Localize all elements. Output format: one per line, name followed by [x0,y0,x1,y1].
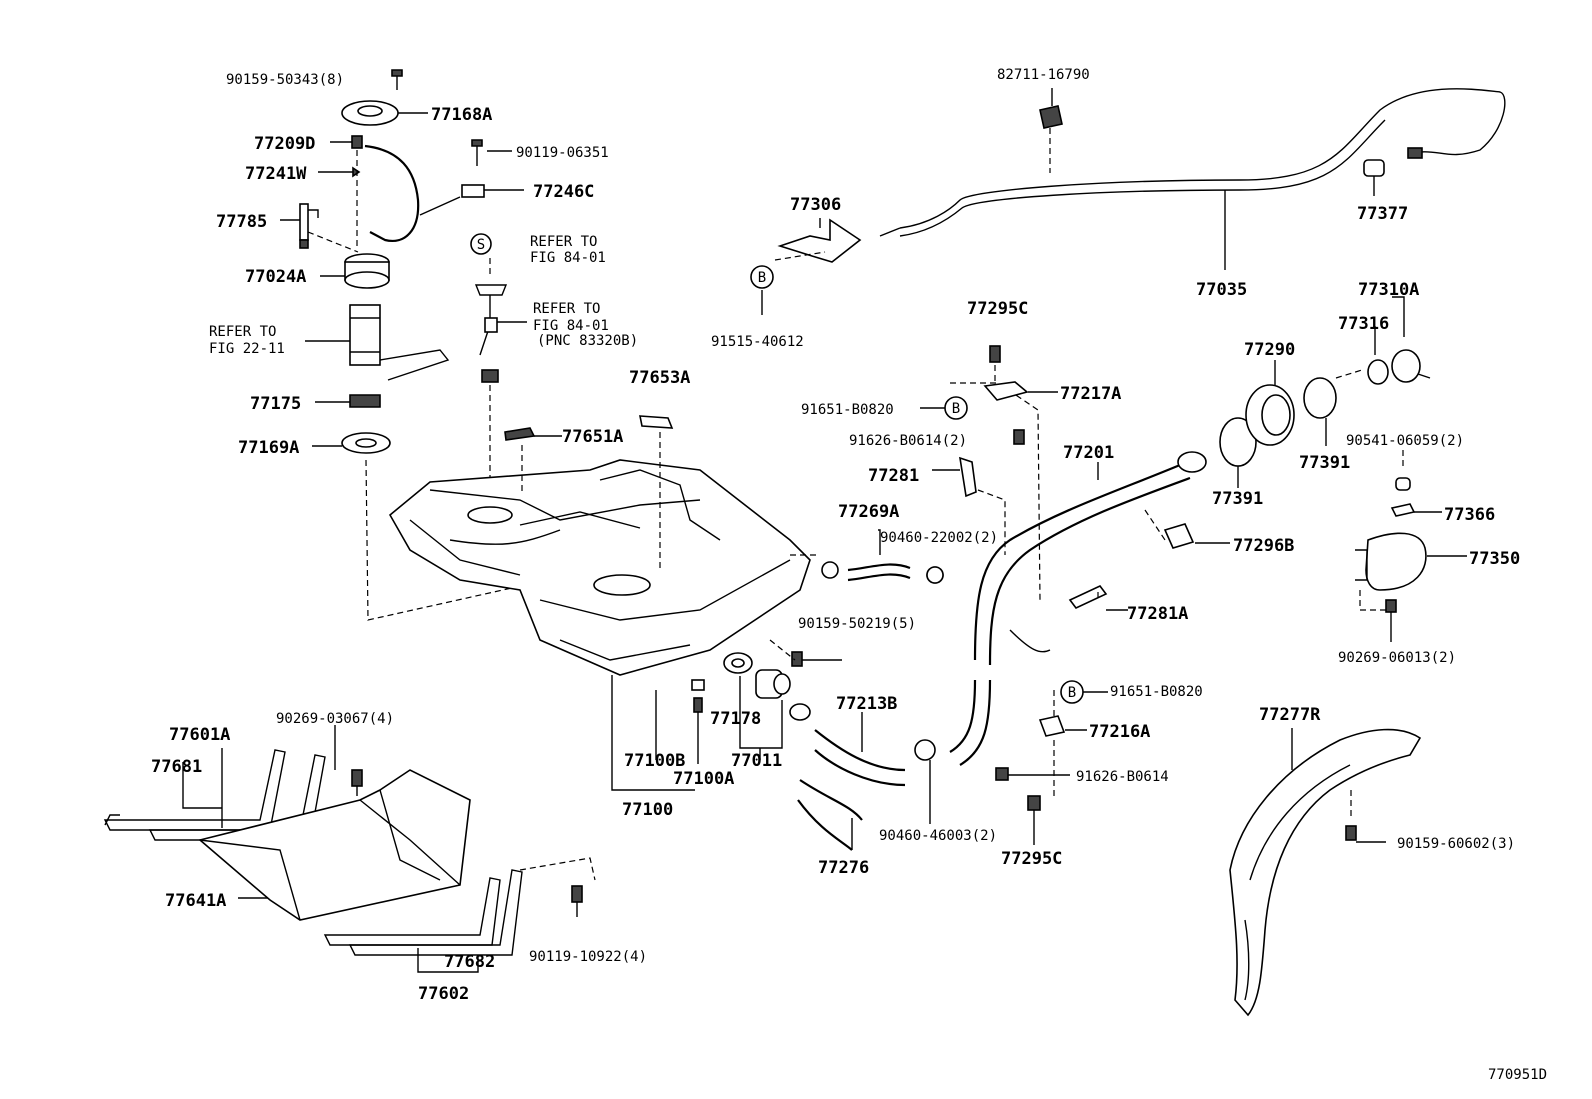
label-91651-B0820-a: 91651-B0820 [801,402,894,418]
label-77241W: 77241W [245,164,307,184]
label-77310A: 77310A [1358,280,1419,300]
label-77290: 77290 [1244,340,1295,360]
label-77100A: 77100A [673,769,734,789]
label-77024A: 77024A [245,267,306,287]
label-77391-a: 77391 [1212,489,1263,509]
label-90119-10922: 90119-10922(4) [529,949,647,965]
label-77601A: 77601A [169,725,230,745]
label-77011: 77011 [731,751,782,771]
label-77682: 77682 [444,952,495,972]
ref-84-01-s-line2: FIG 84-01 [530,250,606,266]
label-77391-b: 77391 [1299,453,1350,473]
label-77178: 77178 [710,709,761,729]
label-82711-16790: 82711-16790 [997,67,1090,83]
filler-pipe-illustration [949,451,1207,766]
fuel-pump-assembly-illustration [280,69,661,621]
label-77350: 77350 [1469,549,1520,569]
label-77217A: 77217A [1060,384,1121,404]
label-77168A: 77168A [431,105,492,125]
tank-straps-and-cover-illustration [103,725,596,973]
label-90119-06351: 90119-06351 [516,145,609,161]
label-90460-22002: 90460-22002(2) [880,530,998,546]
tank-fittings-illustration [691,639,842,764]
ref-84-01-line1: REFER TO [533,301,600,317]
label-91515-40612: 91515-40612 [711,334,804,350]
label-77366: 77366 [1444,505,1495,525]
label-90159-50219: 90159-50219(5) [798,616,916,632]
label-91626-B0614-2: 91626-B0614(2) [849,433,967,449]
ref-84-01-line2: FIG 84-01 [533,318,609,334]
label-77651A: 77651A [562,427,623,447]
label-77281: 77281 [868,466,919,486]
label-77035: 77035 [1196,280,1247,300]
marker-s-circle [470,233,492,255]
label-77246C: 77246C [533,182,594,202]
ref-22-11-line1: REFER TO [209,324,276,340]
marker-b-3: B [1068,685,1076,701]
label-77316: 77316 [1338,314,1389,334]
fender-liner-illustration [1229,728,1422,1017]
label-90269-06013: 90269-06013(2) [1338,650,1456,666]
label-77216A: 77216A [1089,722,1150,742]
label-77169A: 77169A [238,438,299,458]
label-77681: 77681 [151,757,202,777]
label-90541-06059: 90541-06059(2) [1346,433,1464,449]
label-77306: 77306 [790,195,841,215]
ref-22-11-line2: FIG 22-11 [209,341,285,357]
fuel-lid-cable-illustration [761,88,1506,315]
label-77295C-bottom: 77295C [1001,849,1062,869]
label-77785: 77785 [216,212,267,232]
ref-84-01-line3: (PNC 83320B) [537,333,638,349]
label-77377: 77377 [1357,204,1408,224]
label-77295C-top: 77295C [967,299,1028,319]
reference-markers: S B B B [470,233,1108,704]
marker-b-1: B [758,270,766,286]
filler-cap-illustration [1219,296,1467,642]
label-90269-03067: 90269-03067(4) [276,711,394,727]
marker-b-2: B [952,401,960,417]
label-77100B: 77100B [624,751,685,771]
diagram-code: 770951D [1488,1067,1547,1083]
part-number-labels: 90159-50343(8) 77168A 77209D 90119-06351… [151,67,1547,1083]
label-77209D: 77209D [254,134,315,154]
label-90460-46003: 90460-46003(2) [879,828,997,844]
label-77641A: 77641A [165,891,226,911]
label-90159-60602: 90159-60602(3) [1397,836,1515,852]
ref-84-01-s-line1: REFER TO [530,234,597,250]
hoses-illustration [789,529,944,851]
label-91626-B0614: 91626-B0614 [1076,769,1169,785]
label-77100: 77100 [622,800,673,820]
label-91651-B0820-b: 91651-B0820 [1110,684,1203,700]
label-77277R: 77277R [1259,705,1321,725]
label-77281A: 77281A [1127,604,1188,624]
label-77175: 77175 [250,394,301,414]
label-77296B: 77296B [1233,536,1294,556]
label-77213B: 77213B [836,694,897,714]
label-77653A: 77653A [629,368,690,388]
label-77269A: 77269A [838,502,899,522]
fuel-tank-illustration [388,415,811,791]
marker-b-circle-1 [750,265,774,289]
label-77602: 77602 [418,984,469,1004]
label-77276: 77276 [818,858,869,878]
label-77201: 77201 [1063,443,1114,463]
label-90159-50343: 90159-50343(8) [226,72,344,88]
marker-s: S [477,237,485,253]
brackets-illustration [926,345,1230,845]
